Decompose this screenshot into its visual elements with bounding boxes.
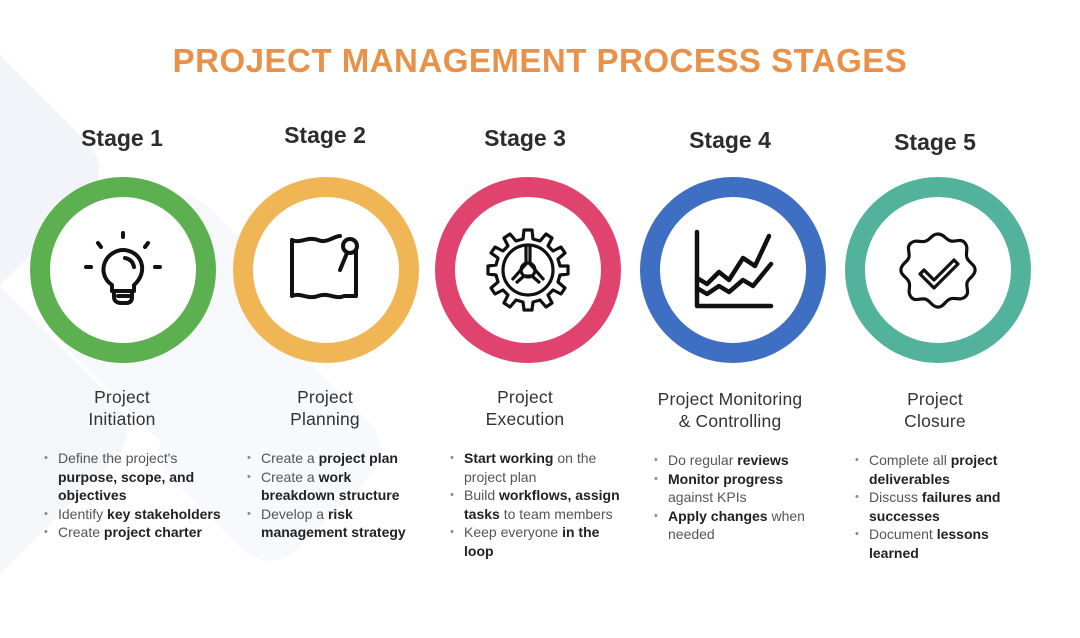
bullet-item: Keep everyone in the loop <box>450 523 620 560</box>
stage-name-line: Project <box>297 387 353 407</box>
stage-label: Stage 2 <box>284 122 366 148</box>
bullet-item: Identify key stakeholders <box>44 505 224 524</box>
stage-name-line: Project <box>94 387 150 407</box>
stage-ring <box>640 177 826 363</box>
bullet-item: Define the project's purpose, scope, and… <box>44 449 224 505</box>
stage-name-line: Project Monitoring <box>657 389 803 409</box>
verified-badge-icon <box>899 232 977 309</box>
bullet-item: Create a project plan <box>247 449 407 468</box>
stage-ring <box>30 177 216 363</box>
stage-bullets: Do regular reviews Monitor progress agai… <box>654 451 829 544</box>
stage-bullets: Define the project's purpose, scope, and… <box>44 449 224 542</box>
bullet-item: Do regular reviews <box>654 451 829 470</box>
stage-name: Project Closure <box>825 388 1045 432</box>
stage-name-line: Project <box>497 387 553 407</box>
bullet-item: Monitor progress against KPIs <box>654 470 829 507</box>
bullet-item: Start working on the project plan <box>450 449 620 486</box>
stage-name-line: Execution <box>485 409 565 429</box>
page-title: PROJECT MANAGEMENT PROCESS STAGES <box>172 42 908 79</box>
stage-name: Project Planning <box>215 386 435 430</box>
stage-label: Stage 4 <box>689 127 771 153</box>
bullet-item: Apply changes when needed <box>654 507 829 544</box>
bullet-item: Create a work breakdown structure <box>247 468 407 505</box>
stage-name: Project Initiation <box>12 386 232 430</box>
stage-bullets: Create a project plan Create a work brea… <box>247 449 407 542</box>
line-chart-icon <box>694 229 774 309</box>
bullet-item: Develop a risk management strategy <box>247 505 407 542</box>
stage-ring <box>845 177 1031 363</box>
stage-label: Stage 5 <box>894 129 976 155</box>
bullet-item: Build workflows, assign tasks to team me… <box>450 486 620 523</box>
lightbulb-icon <box>84 231 162 305</box>
gear-icon <box>486 228 570 312</box>
stage-ring <box>435 177 621 363</box>
stage-label: Stage 1 <box>81 125 163 151</box>
stage-name-line: Project <box>907 389 963 409</box>
stage-name: Project Monitoring & Controlling <box>620 388 840 432</box>
stage-name: Project Execution <box>415 386 635 430</box>
stage-ring <box>233 177 419 363</box>
map-pin-icon <box>290 234 359 300</box>
stage-label: Stage 3 <box>484 125 566 151</box>
bullet-item: Create project charter <box>44 523 224 542</box>
bullet-item: Complete all project deliverables <box>855 451 1035 488</box>
stage-name-line: & Controlling <box>678 411 782 431</box>
stage-name-line: Initiation <box>88 409 156 429</box>
stage-bullets: Start working on the project plan Build … <box>450 449 620 560</box>
stage-name-line: Closure <box>904 411 966 431</box>
stage-bullets: Complete all project deliverables Discus… <box>855 451 1035 562</box>
stage-name-line: Planning <box>290 409 360 429</box>
bullet-item: Document lessons learned <box>855 525 1035 562</box>
bullet-item: Discuss failures and successes <box>855 488 1035 525</box>
